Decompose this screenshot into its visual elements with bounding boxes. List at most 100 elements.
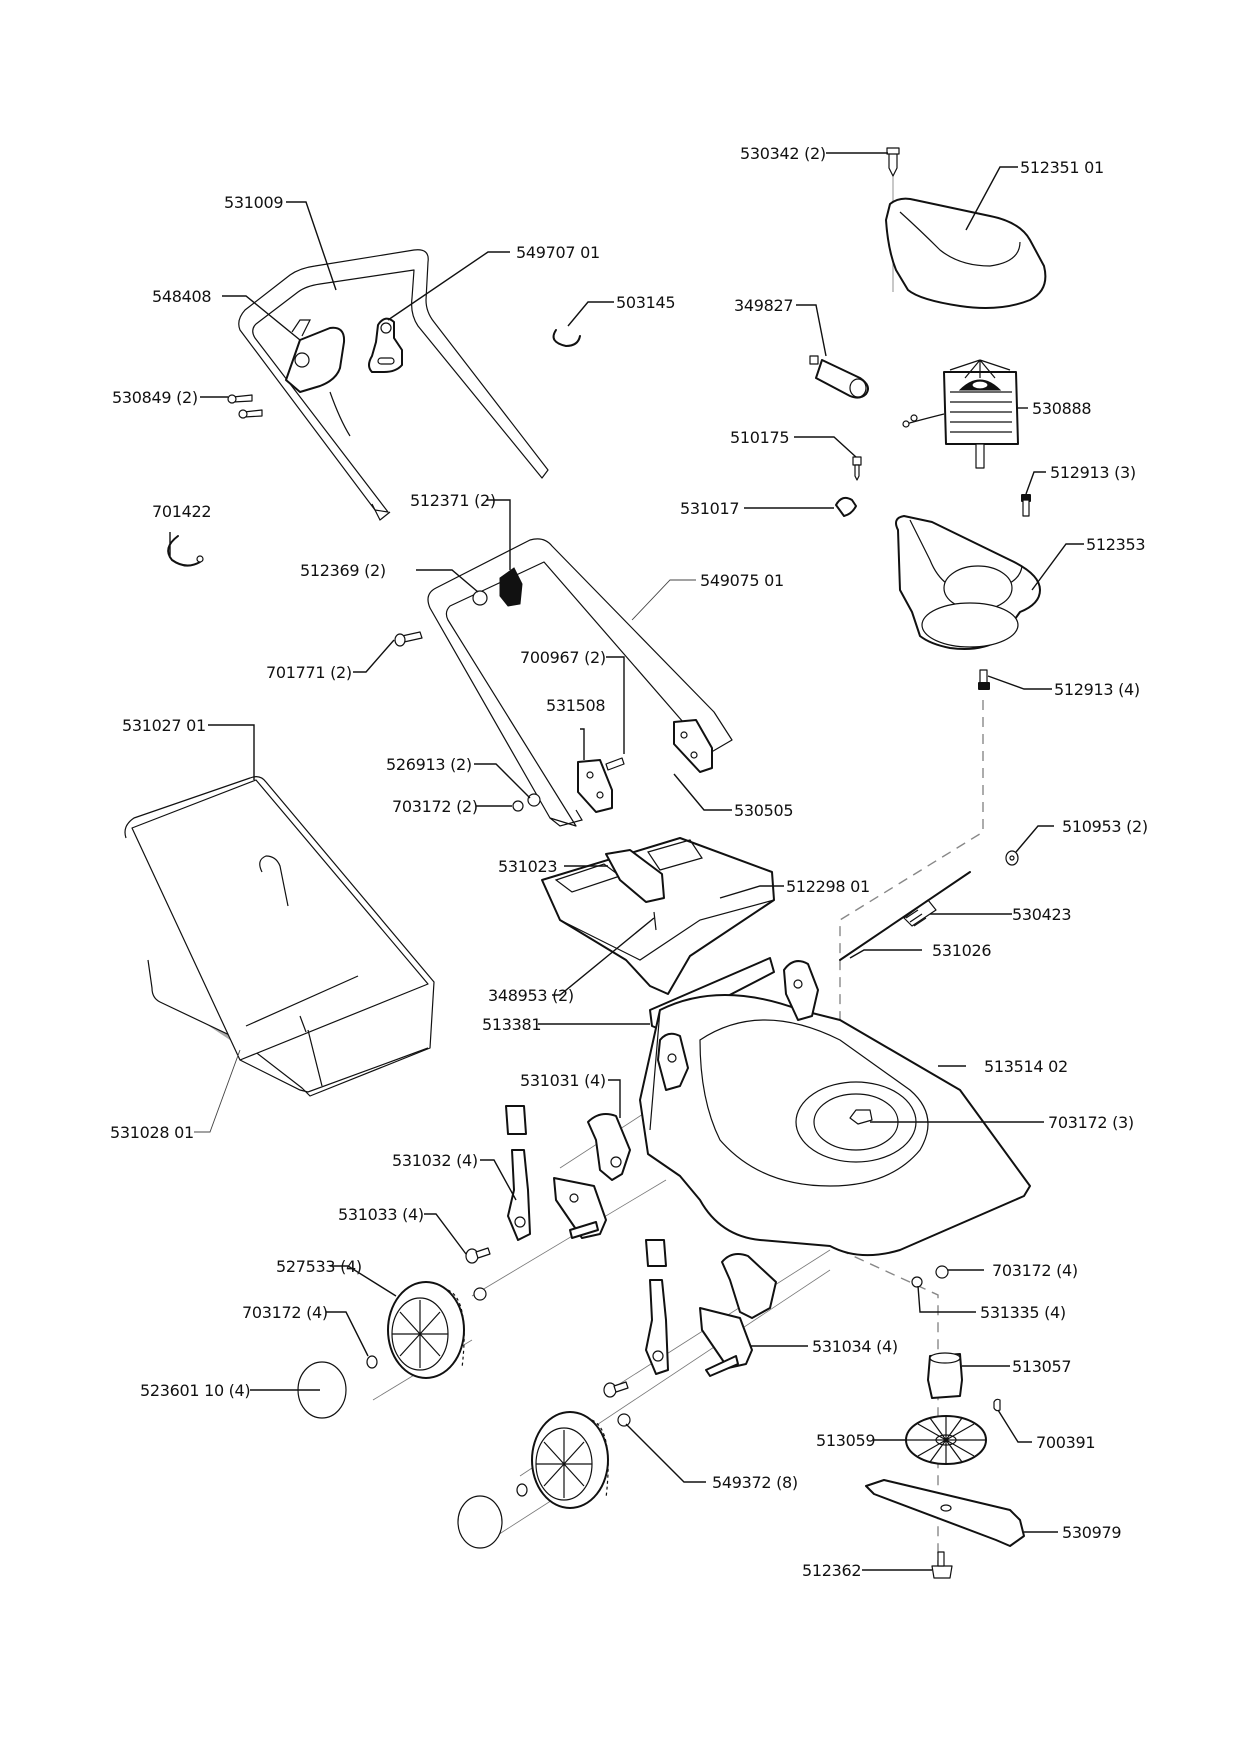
- label-531026: 531026: [932, 941, 991, 960]
- capacitor-349827[interactable]: [809, 355, 869, 399]
- lower-handle[interactable]: [427, 538, 733, 827]
- flap-handle-531023[interactable]: [605, 849, 665, 903]
- label-510953: 510953 (2): [1062, 817, 1148, 836]
- grass-collector[interactable]: [124, 776, 435, 1097]
- label-703172-two: 703172 (2): [392, 797, 478, 816]
- label-530888: 530888: [1032, 399, 1091, 418]
- hub-cap-523601-front[interactable]: [457, 1495, 503, 1549]
- label-512913-four: 512913 (4): [1054, 680, 1140, 699]
- cap-axle-line-front: [489, 1494, 561, 1541]
- hinge-block-530505[interactable]: [673, 719, 713, 773]
- bolt-512362[interactable]: [931, 1551, 953, 1579]
- hinge-block-531508[interactable]: [577, 759, 613, 813]
- lever-cap-rear[interactable]: [505, 1105, 527, 1135]
- spring-530423[interactable]: [903, 899, 937, 927]
- label-531027: 531027 01: [122, 716, 206, 735]
- label-503145: 503145: [616, 293, 675, 312]
- height-lever-531031-front[interactable]: [721, 1253, 777, 1319]
- screw-512913-four[interactable]: [978, 669, 990, 690]
- label-512298: 512298 01: [786, 877, 870, 896]
- label-701422: 701422: [152, 502, 211, 521]
- label-530849: 530849 (2): [112, 388, 198, 407]
- cable-clip-549707[interactable]: [368, 317, 403, 373]
- label-703172-four-wheel: 703172 (4): [242, 1303, 328, 1322]
- lever-cap-front[interactable]: [645, 1239, 667, 1267]
- label-531023: 531023: [498, 857, 557, 876]
- label-531033: 531033 (4): [338, 1205, 424, 1224]
- label-531028: 531028 01: [110, 1123, 194, 1142]
- motor-530888[interactable]: [902, 359, 1019, 469]
- motor-cover[interactable]: [885, 197, 1047, 309]
- height-plate-531032-front[interactable]: [645, 1279, 669, 1375]
- label-700967: 700967 (2): [520, 648, 606, 667]
- height-lever-531031-rear[interactable]: [587, 1113, 631, 1181]
- label-512369: 512369 (2): [300, 561, 386, 580]
- label-512913-three: 512913 (3): [1050, 463, 1136, 482]
- knob-531033-rear[interactable]: [465, 1247, 491, 1264]
- label-531508: 531508: [546, 696, 605, 715]
- label-513514: 513514 02: [984, 1057, 1068, 1076]
- motor-housing[interactable]: [895, 515, 1041, 650]
- leader-lines: [169, 152, 1084, 1571]
- label-527533: 527533 (4): [276, 1257, 362, 1276]
- label-513381: 513381: [482, 1015, 541, 1034]
- label-523601: 523601 10 (4): [140, 1381, 250, 1400]
- label-512351: 512351 01: [1020, 158, 1104, 177]
- label-703172-four-deck: 703172 (4): [992, 1261, 1078, 1280]
- label-348953: 348953 (2): [488, 986, 574, 1005]
- clip-701422[interactable]: [167, 535, 204, 567]
- part-labels: 530342 (2) 512351 01 531009 549707 01 54…: [110, 144, 1148, 1580]
- label-548408: 548408: [152, 287, 211, 306]
- label-531032: 531032 (4): [392, 1151, 478, 1170]
- cable-clamp-531017[interactable]: [835, 496, 857, 517]
- key-700391[interactable]: [993, 1398, 1001, 1412]
- label-531017: 531017: [680, 499, 739, 518]
- label-512353: 512353: [1086, 535, 1145, 554]
- label-701771: 701771 (2): [266, 663, 352, 682]
- label-703172-three: 703172 (3): [1048, 1113, 1134, 1132]
- screw-348953[interactable]: [653, 911, 657, 931]
- label-531031: 531031 (4): [520, 1071, 606, 1090]
- screw-510175[interactable]: [852, 456, 862, 481]
- label-526913: 526913 (2): [386, 755, 472, 774]
- fan-513059[interactable]: [905, 1415, 987, 1465]
- wheel-527533-rear[interactable]: [387, 1281, 465, 1379]
- knob-531033-front[interactable]: [603, 1381, 629, 1398]
- wheel-axle-line-rear: [471, 1179, 667, 1297]
- switch-box[interactable]: [285, 319, 351, 437]
- screws-530849[interactable]: [227, 394, 263, 419]
- label-512371: 512371 (2): [410, 491, 496, 510]
- axle-bracket-531034-rear[interactable]: [553, 1177, 607, 1239]
- label-349827: 349827: [734, 296, 793, 315]
- label-549075: 549075 01: [700, 571, 784, 590]
- label-530423: 530423: [1012, 905, 1071, 924]
- fastener-703172-deck[interactable]: [911, 1265, 949, 1288]
- rod-531026[interactable]: [839, 871, 971, 961]
- clip-503145[interactable]: [552, 329, 581, 347]
- label-531034: 531034 (4): [812, 1337, 898, 1356]
- mower-deck[interactable]: [639, 960, 1031, 1257]
- label-530342: 530342 (2): [740, 144, 826, 163]
- screw-512913-three[interactable]: [1021, 494, 1031, 517]
- height-plate-531032-rear[interactable]: [507, 1149, 531, 1241]
- label-549372: 549372 (8): [712, 1473, 798, 1492]
- upper-handle[interactable]: [238, 249, 549, 521]
- label-513059: 513059: [816, 1431, 875, 1450]
- label-549707: 549707 01: [516, 243, 600, 262]
- label-530979: 530979: [1062, 1523, 1121, 1542]
- screw-530342[interactable]: [886, 147, 900, 177]
- adapter-513057[interactable]: [927, 1352, 963, 1399]
- label-510175: 510175: [730, 428, 789, 447]
- blade-530979[interactable]: [865, 1479, 1025, 1547]
- label-531335: 531335 (4): [980, 1303, 1066, 1322]
- label-513057: 513057: [1012, 1357, 1071, 1376]
- wheel-washers-and-nuts[interactable]: [366, 1287, 631, 1497]
- label-512362: 512362: [802, 1561, 861, 1580]
- bolts-and-nuts-handle[interactable]: [394, 631, 625, 812]
- axle-bracket-531034-front[interactable]: [699, 1307, 753, 1377]
- label-700391: 700391: [1036, 1433, 1095, 1452]
- wheel-527533-front[interactable]: [531, 1411, 609, 1509]
- washer-510953[interactable]: [1005, 850, 1019, 866]
- label-530505: 530505: [734, 801, 793, 820]
